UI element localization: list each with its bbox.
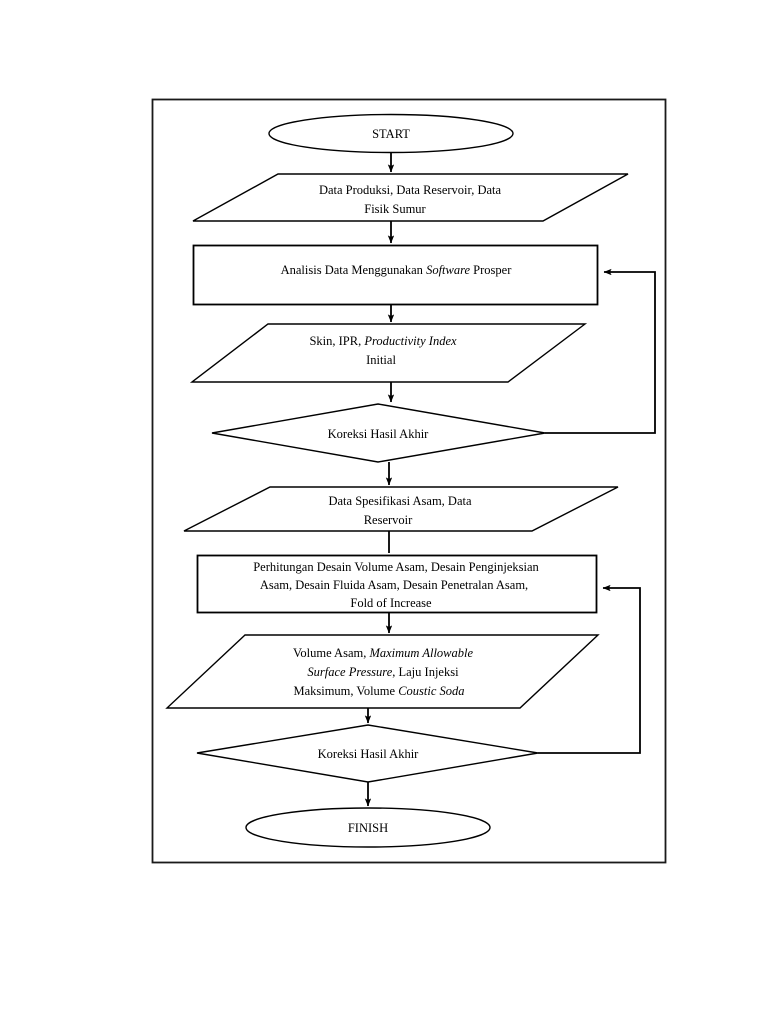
input-spesifikasi-parallelogram bbox=[183, 486, 619, 532]
finish-ellipse-shape bbox=[245, 807, 491, 848]
start-label: START bbox=[372, 127, 410, 141]
node-output-volume: Volume Asam, Maximum Allowable Surface P… bbox=[165, 634, 600, 709]
finish-label: FINISH bbox=[348, 821, 388, 835]
node-input-spesifikasi: Data Spesifikasi Asam, Data Reservoir bbox=[183, 486, 619, 532]
output-volume-line1: Volume Asam, Maximum Allowable bbox=[293, 646, 474, 660]
output-volume-line2-italic: Surface Pressure bbox=[307, 665, 392, 679]
output-skin-line1: Skin, IPR, Productivity Index bbox=[309, 334, 457, 348]
node-decision-koreksi-2: Koreksi Hasil Akhir bbox=[196, 724, 539, 783]
output-volume-line1-part1: Volume Asam, bbox=[293, 646, 370, 660]
process-analisis-rect bbox=[192, 244, 599, 306]
decision-koreksi-1-label: Koreksi Hasil Akhir bbox=[328, 427, 430, 441]
process-perhitungan-line2: Asam, Desain Fluida Asam, Desain Penetra… bbox=[260, 578, 528, 592]
decision-koreksi-1-diamond bbox=[211, 403, 546, 463]
output-volume-line3-part1: Maksimum, Volume bbox=[293, 684, 398, 698]
process-perhitungan-line1: Perhitungan Desain Volume Asam, Desain P… bbox=[253, 560, 539, 574]
input-data-produksi-line2: Fisik Sumur bbox=[364, 202, 426, 216]
decision-koreksi-2-label: Koreksi Hasil Akhir bbox=[318, 747, 420, 761]
output-volume-line3: Maksimum, Volume Coustic Soda bbox=[293, 684, 464, 698]
output-volume-parallelogram bbox=[165, 634, 600, 709]
node-decision-koreksi-1: Koreksi Hasil Akhir bbox=[211, 403, 546, 463]
connector-feedback-loop-2 bbox=[538, 584, 641, 754]
output-skin-line1-italic: Productivity Index bbox=[363, 334, 457, 348]
connector-feedback-loop-1 bbox=[545, 268, 656, 434]
process-analisis-text-part1: Analisis Data Menggunakan bbox=[281, 263, 426, 277]
input-spesifikasi-line1: Data Spesifikasi Asam, Data bbox=[328, 494, 471, 508]
process-perhitungan-line3: Fold of Increase bbox=[350, 596, 432, 610]
process-perhitungan-rect bbox=[196, 554, 598, 614]
node-process-perhitungan: Perhitungan Desain Volume Asam, Desain P… bbox=[196, 554, 598, 614]
process-analisis-text-part2: Prosper bbox=[470, 263, 512, 277]
output-volume-line1-italic: Maximum Allowable bbox=[368, 646, 473, 660]
node-finish: FINISH bbox=[245, 807, 491, 848]
output-volume-line2: Surface Pressure, Laju Injeksi bbox=[307, 665, 459, 679]
process-analisis-text-italic: Software bbox=[426, 263, 470, 277]
process-analisis-text: Analisis Data Menggunakan Software Prosp… bbox=[281, 263, 513, 277]
input-data-produksi-parallelogram bbox=[192, 173, 629, 222]
output-skin-line2: Initial bbox=[366, 353, 396, 367]
output-skin-parallelogram bbox=[189, 323, 588, 383]
input-spesifikasi-line2: Reservoir bbox=[364, 513, 413, 527]
node-process-analisis: Analisis Data Menggunakan Software Prosp… bbox=[192, 244, 599, 306]
node-start: START bbox=[268, 113, 514, 154]
node-output-skin: Skin, IPR, Productivity Index Initial bbox=[189, 323, 588, 383]
output-volume-line2-part2: , Laju Injeksi bbox=[392, 665, 459, 679]
input-data-produksi-line1: Data Produksi, Data Reservoir, Data bbox=[319, 183, 502, 197]
output-skin-line1-part1: Skin, IPR, bbox=[309, 334, 364, 348]
node-input-data-produksi: Data Produksi, Data Reservoir, Data Fisi… bbox=[192, 173, 629, 222]
output-volume-line3-italic: Coustic Soda bbox=[398, 684, 464, 698]
